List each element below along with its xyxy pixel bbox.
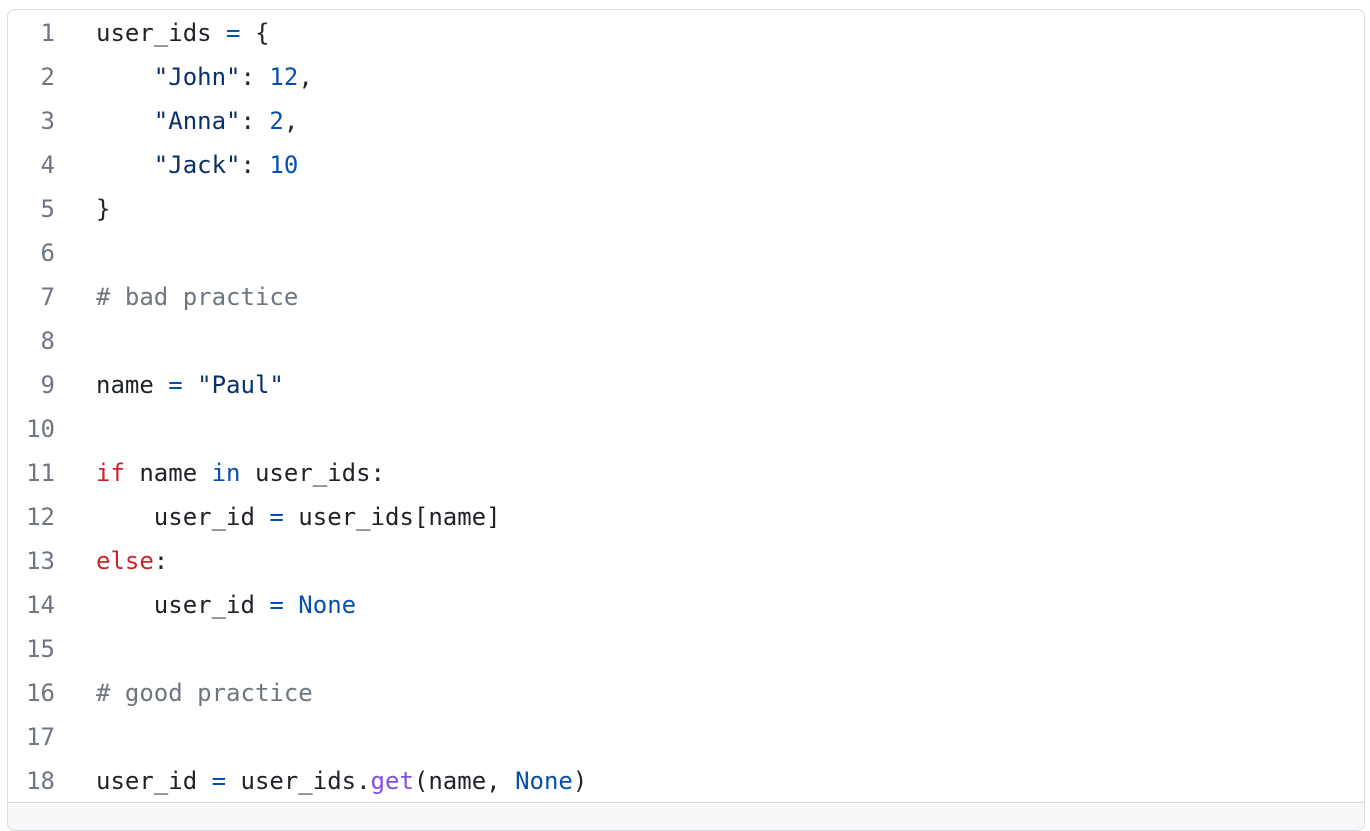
function-call: get bbox=[370, 767, 414, 795]
code-text: name bbox=[96, 371, 169, 399]
comment: # bad practice bbox=[96, 283, 299, 311]
code-line: 2 "John": 12, bbox=[8, 55, 587, 99]
number-literal: 10 bbox=[269, 151, 299, 179]
line-number[interactable]: 4 bbox=[40, 151, 55, 179]
line-number[interactable]: 11 bbox=[26, 459, 55, 487]
line-number[interactable]: 18 bbox=[26, 767, 55, 795]
keyword-operator: in bbox=[211, 459, 241, 487]
code-line: 9 name = "Paul" bbox=[8, 363, 587, 407]
code-line: 5} bbox=[8, 187, 587, 231]
line-content: "Jack": 10 bbox=[96, 143, 299, 187]
code-text: { bbox=[240, 19, 270, 47]
code-line: 14 user_id = None bbox=[8, 583, 587, 627]
code-line: 12 user_id = user_ids[name] bbox=[8, 495, 587, 539]
horizontal-scrollbar[interactable] bbox=[8, 802, 1364, 830]
line-content: if name in user_ids: bbox=[96, 451, 385, 495]
code-text: user_id bbox=[96, 767, 212, 795]
number-literal: 12 bbox=[269, 63, 299, 91]
code-text: : bbox=[240, 63, 270, 91]
code-line: 7 # bad practice bbox=[8, 275, 587, 319]
code-line: 4 "Jack": 10 bbox=[8, 143, 587, 187]
number-literal: 2 bbox=[269, 107, 284, 135]
keyword: else bbox=[96, 547, 154, 575]
code-text: (name, bbox=[413, 767, 516, 795]
line-content: "John": 12, bbox=[96, 55, 313, 99]
line-number[interactable]: 9 bbox=[40, 371, 55, 399]
line-number[interactable]: 8 bbox=[40, 327, 55, 355]
code-text bbox=[96, 151, 154, 179]
code-text: user_ids. bbox=[226, 767, 371, 795]
code-text: , bbox=[283, 107, 299, 135]
line-content: # bad practice bbox=[96, 275, 298, 319]
constant: None bbox=[298, 591, 357, 619]
code-text: user_ids bbox=[96, 19, 227, 47]
code-text: } bbox=[96, 195, 111, 223]
line-content: user_id = user_ids[name] bbox=[96, 495, 501, 539]
constant: None bbox=[515, 767, 573, 795]
line-content: } bbox=[96, 187, 110, 231]
line-content: else: bbox=[96, 539, 168, 583]
line-number[interactable]: 6 bbox=[40, 239, 55, 267]
code-line: 3 "Anna": 2, bbox=[8, 99, 587, 143]
keyword: if bbox=[96, 459, 125, 487]
code-text: user_id bbox=[96, 503, 270, 531]
code-line: 8 bbox=[8, 319, 587, 363]
line-number[interactable]: 2 bbox=[40, 63, 55, 91]
operator: = bbox=[211, 767, 227, 795]
code-text bbox=[183, 371, 197, 399]
code-text: user_ids[name] bbox=[283, 503, 501, 531]
code-text bbox=[96, 63, 154, 91]
code-line: 13 else: bbox=[8, 539, 587, 583]
code-text: user_ids: bbox=[240, 459, 386, 487]
string-literal: "Paul" bbox=[197, 371, 284, 399]
line-content: user_id = user_ids.get(name, None) bbox=[96, 759, 587, 803]
line-number[interactable]: 7 bbox=[40, 283, 55, 311]
line-number[interactable]: 10 bbox=[26, 415, 55, 443]
line-content: "Anna": 2, bbox=[96, 99, 299, 143]
code-text: name bbox=[124, 459, 212, 487]
comment: # good practice bbox=[96, 679, 313, 707]
operator: = bbox=[168, 371, 183, 399]
code-line: 11 if name in user_ids: bbox=[8, 451, 587, 495]
line-content: user_ids = { bbox=[96, 11, 269, 55]
code-line: 18 user_id = user_ids.get(name, None) bbox=[8, 759, 587, 803]
code-line: 16 # good practice bbox=[8, 671, 587, 715]
line-number[interactable]: 12 bbox=[26, 503, 55, 531]
line-content: name = "Paul" bbox=[96, 363, 284, 407]
code-text: : bbox=[240, 107, 270, 135]
code-line: 17 bbox=[8, 715, 587, 759]
string-literal: "John" bbox=[153, 63, 241, 91]
line-number[interactable]: 13 bbox=[26, 547, 55, 575]
code-text: , bbox=[298, 63, 313, 91]
line-number[interactable]: 3 bbox=[40, 107, 55, 135]
line-content: # good practice bbox=[96, 671, 313, 715]
line-number[interactable]: 16 bbox=[26, 679, 55, 707]
operator: = bbox=[269, 503, 284, 531]
code-line: 10 bbox=[8, 407, 587, 451]
code-line: 6 bbox=[8, 231, 587, 275]
operator: = bbox=[226, 19, 241, 47]
code-text: user_id bbox=[96, 591, 270, 619]
line-number[interactable]: 5 bbox=[40, 195, 55, 223]
code-text bbox=[96, 107, 154, 135]
line-number[interactable]: 14 bbox=[26, 591, 55, 619]
line-content: user_id = None bbox=[96, 583, 356, 627]
code-text: : bbox=[153, 547, 169, 575]
string-literal: "Anna" bbox=[153, 107, 241, 135]
string-literal: "Jack" bbox=[153, 151, 241, 179]
line-number[interactable]: 15 bbox=[26, 635, 55, 663]
code-text: ) bbox=[572, 767, 588, 795]
line-number[interactable]: 1 bbox=[40, 19, 55, 47]
code-text: : bbox=[240, 151, 270, 179]
code-line: 15 bbox=[8, 627, 587, 671]
line-number[interactable]: 17 bbox=[26, 723, 55, 751]
operator: = bbox=[269, 591, 284, 619]
code-line: 1 user_ids = { bbox=[8, 11, 587, 55]
code-text bbox=[284, 591, 298, 619]
